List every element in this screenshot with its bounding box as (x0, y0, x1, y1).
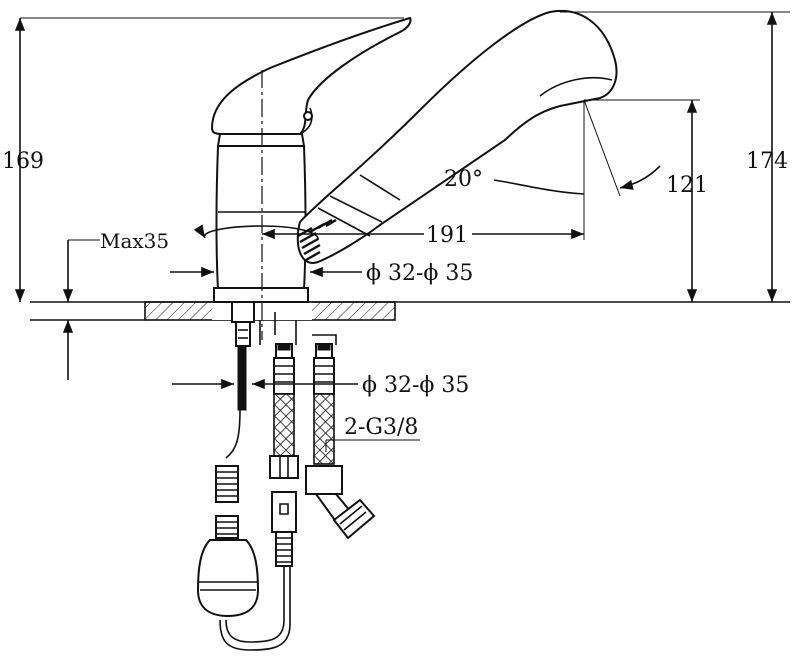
under-counter-assembly (196, 301, 376, 651)
dim-hole-bottom: ϕ 32-ϕ 35 (172, 373, 469, 398)
dim-121-label: 121 (666, 173, 708, 198)
dim-169-label: 169 (2, 149, 44, 174)
dim-hole-bottom-label: ϕ 32-ϕ 35 (362, 373, 469, 398)
faucet-body (210, 16, 412, 303)
dim-angle: 20° (444, 99, 661, 197)
dim-max35: Max35 (62, 229, 169, 380)
dim-angle-label: 20° (444, 167, 483, 192)
dim-191-label: 191 (426, 223, 468, 248)
dim-max35-label: Max35 (100, 229, 169, 253)
dim-191: 191 (261, 100, 585, 248)
dim-hole-top: ϕ 32-ϕ 35 (170, 261, 473, 286)
dim-121: 121 (584, 99, 708, 303)
dim-hole-top-label: ϕ 32-ϕ 35 (366, 261, 473, 286)
countertop (30, 301, 790, 321)
dim-169: 169 (2, 17, 404, 303)
dim-connection: 2-G3/8 (325, 415, 420, 452)
dim-174-label: 174 (746, 149, 788, 174)
dim-connection-label: 2-G3/8 (344, 415, 418, 440)
dim-174: 174 (560, 11, 790, 303)
